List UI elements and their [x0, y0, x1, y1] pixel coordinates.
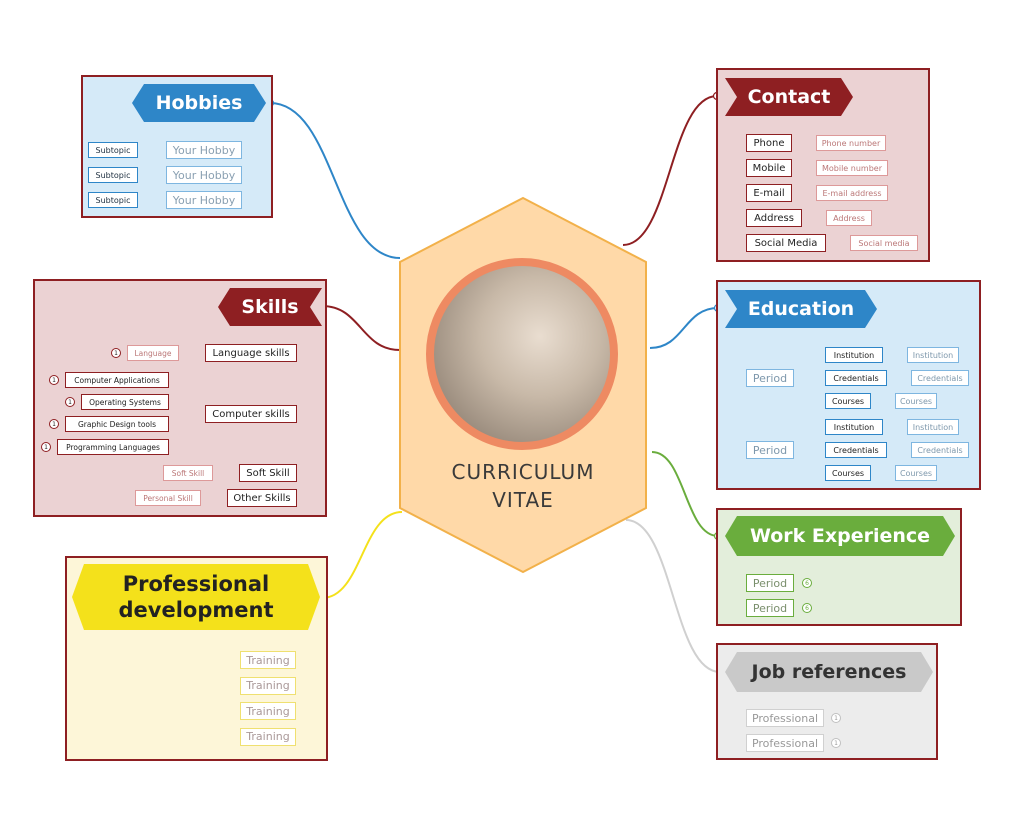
work-period[interactable]: Period	[746, 599, 794, 617]
header-label: Education	[747, 298, 855, 320]
education-header[interactable]: Education	[725, 290, 877, 328]
connector	[321, 511, 403, 599]
education-value[interactable]: Courses	[895, 393, 937, 409]
contact-item-address[interactable]: Address	[746, 209, 802, 227]
contact-value[interactable]: Address	[826, 210, 872, 226]
references-header[interactable]: Job references	[725, 652, 933, 692]
contact-value[interactable]: Mobile number	[816, 160, 888, 176]
education-value[interactable]: Institution	[907, 347, 959, 363]
header-label: Contact	[747, 86, 831, 108]
contact-item-phone[interactable]: Phone	[746, 134, 792, 152]
hobby-subtopic[interactable]: Subtopic	[88, 192, 138, 208]
work-item-count[interactable]: 6	[802, 578, 812, 588]
skill-item-count[interactable]: 1	[41, 442, 51, 452]
education-period[interactable]: Period	[746, 441, 794, 459]
skill-group[interactable]: Language skills	[205, 344, 297, 362]
contact-header[interactable]: Contact	[725, 78, 853, 116]
training-item[interactable]: Training	[240, 702, 296, 720]
hobby-subtopic[interactable]: Subtopic	[88, 167, 138, 183]
skill-item[interactable]: Graphic Design tools	[65, 416, 169, 432]
education-institution[interactable]: Institution	[825, 347, 883, 363]
central-title-line1: CURRICULUM	[451, 460, 595, 484]
skill-group[interactable]: Other Skills	[227, 489, 297, 507]
training-item[interactable]: Training	[240, 727, 296, 746]
education-credentials[interactable]: Credentials	[825, 442, 887, 458]
contact-item-social-media[interactable]: Social Media	[746, 234, 826, 252]
hobby-item[interactable]: Your Hobby	[166, 191, 242, 209]
contact-value[interactable]: Social media	[850, 235, 918, 251]
header-label: Skills	[241, 296, 299, 318]
connector	[625, 519, 721, 673]
training-item[interactable]: Training	[240, 651, 296, 669]
hobby-item[interactable]: Your Hobby	[166, 141, 242, 159]
skill-item-count[interactable]: 1	[65, 397, 75, 407]
skill-group[interactable]: Soft Skill	[239, 464, 297, 482]
reference-item-count[interactable]: 1	[831, 713, 841, 723]
skill-item-count[interactable]: 1	[111, 348, 121, 358]
skill-item[interactable]: Programming Languages	[57, 439, 169, 455]
education-period[interactable]: Period	[746, 369, 794, 387]
skill-item[interactable]: Language	[127, 345, 179, 361]
skill-item[interactable]: Computer Applications	[65, 372, 169, 388]
profile-photo	[426, 258, 618, 450]
reference-item[interactable]: Professional	[746, 734, 824, 752]
education-value[interactable]: Institution	[907, 419, 959, 435]
contact-item-e-mail[interactable]: E-mail	[746, 184, 792, 202]
header-line-1: Professional	[122, 571, 270, 596]
header-label: Work Experience	[749, 525, 931, 547]
education-courses[interactable]: Courses	[825, 393, 871, 409]
education-institution[interactable]: Institution	[825, 419, 883, 435]
work-period[interactable]: Period	[746, 574, 794, 592]
hobbies-header[interactable]: Hobbies	[132, 84, 266, 122]
education-value[interactable]: Courses	[895, 465, 937, 481]
skills-header[interactable]: Skills	[218, 288, 322, 326]
education-courses[interactable]: Courses	[825, 465, 871, 481]
hobby-item[interactable]: Your Hobby	[166, 166, 242, 184]
skill-item[interactable]: Operating Systems	[81, 394, 169, 410]
reference-item-count[interactable]: 1	[831, 738, 841, 748]
connector	[622, 95, 718, 246]
connector	[649, 307, 719, 349]
hobby-subtopic[interactable]: Subtopic	[88, 142, 138, 158]
skill-item[interactable]: Personal Skill	[135, 490, 201, 506]
reference-item[interactable]: Professional	[746, 709, 824, 727]
header-label: Hobbies	[155, 92, 243, 114]
central-title: CURRICULUM VITAE	[396, 458, 650, 514]
work-header[interactable]: Work Experience	[725, 516, 955, 556]
contact-value[interactable]: E-mail address	[816, 185, 888, 201]
contact-value[interactable]: Phone number	[816, 135, 886, 151]
contact-item-mobile[interactable]: Mobile	[746, 159, 792, 177]
connector	[269, 102, 401, 259]
connector	[321, 305, 401, 351]
education-value[interactable]: Credentials	[911, 370, 969, 386]
training-item[interactable]: Training	[240, 676, 296, 695]
header-line-2: development	[118, 598, 274, 622]
header-label: Job references	[751, 661, 907, 683]
education-credentials[interactable]: Credentials	[825, 370, 887, 386]
skill-item-count[interactable]: 1	[49, 419, 59, 429]
central-title-line2: VITAE	[492, 488, 554, 512]
work-item-count[interactable]: 6	[802, 603, 812, 613]
skill-item[interactable]: Soft Skill	[163, 465, 213, 481]
connector	[651, 451, 719, 537]
skill-item-count[interactable]: 1	[49, 375, 59, 385]
skill-group[interactable]: Computer skills	[205, 405, 297, 423]
education-value[interactable]: Credentials	[911, 442, 969, 458]
